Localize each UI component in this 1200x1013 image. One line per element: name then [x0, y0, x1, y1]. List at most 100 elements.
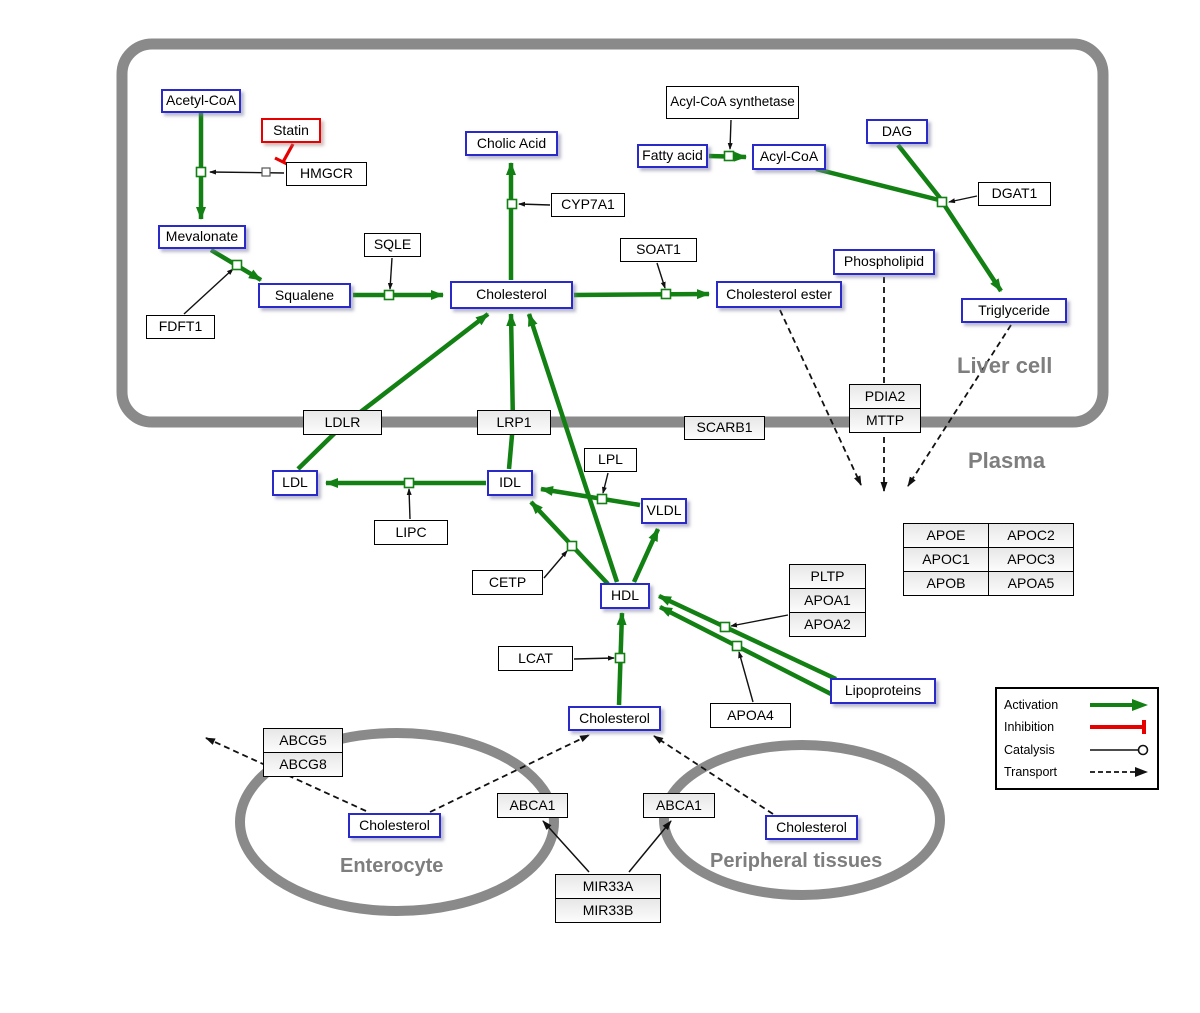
- node-pdia2[interactable]: PDIA2: [849, 384, 921, 409]
- node-fdft1[interactable]: FDFT1: [146, 315, 215, 339]
- apo-table-cell-apoc3[interactable]: APOC3: [988, 547, 1074, 572]
- catalysis-edges: [183, 119, 978, 703]
- edge-lipc-catalysis: [406, 488, 412, 520]
- edge-dag-dgat1node: [896, 143, 942, 200]
- edge-sqle-catalysis: [387, 257, 393, 290]
- node-cyp7a1[interactable]: CYP7A1: [551, 193, 625, 217]
- edge-lcat-catalysis: [573, 655, 615, 661]
- node-sqle[interactable]: SQLE: [364, 233, 421, 257]
- edge-lipoproteins-hdl-upper: [658, 593, 837, 682]
- node-hdl[interactable]: HDL: [600, 583, 650, 609]
- apo-table-cell-apob[interactable]: APOB: [903, 571, 989, 596]
- edge-acylcoa-dgat1node: [815, 166, 940, 203]
- legend-label-transport: Transport: [1004, 764, 1058, 779]
- node-vldl[interactable]: VLDL: [641, 498, 687, 524]
- transport-edges: [205, 277, 1012, 815]
- catalysis-circle-icon: [1090, 744, 1149, 755]
- liver-cell-membrane: [116, 38, 1109, 428]
- apo-table-cell-apoe[interactable]: APOE: [903, 523, 989, 548]
- node-lrp1[interactable]: LRP1: [477, 410, 551, 435]
- node-triglyceride[interactable]: Triglyceride: [961, 298, 1067, 323]
- legend-label-activation: Activation: [1004, 698, 1059, 712]
- node-apoa1[interactable]: APOA1: [789, 588, 866, 613]
- node-cholesterol-liver[interactable]: Cholesterol: [450, 281, 573, 309]
- region-label-liver-cell: Liver cell: [957, 353, 1053, 378]
- edge-dgat1node-triglyceride: [943, 204, 1003, 293]
- edge-statin-inhibition: [281, 143, 295, 163]
- edge-cholesterolester-plasma: [779, 309, 862, 486]
- edge-hmgcr-catalysis: [209, 169, 285, 175]
- node-dag[interactable]: DAG: [866, 119, 928, 144]
- node-cetp[interactable]: CETP: [472, 570, 543, 595]
- edge-dgat1-catalysis: [948, 195, 978, 204]
- edge-cyp7a1-catalysis: [518, 201, 551, 207]
- node-scarb1[interactable]: SCARB1: [684, 416, 765, 440]
- edge-fdft1-catalysis: [183, 268, 234, 315]
- node-pltp[interactable]: PLTP: [789, 564, 866, 589]
- region-label-peripheral-tissues: Peripheral tissues: [710, 850, 883, 872]
- node-mttp[interactable]: MTTP: [849, 408, 921, 433]
- legend-label-inhibition: Inhibition: [1004, 720, 1055, 735]
- apo-table-cell-apoc1[interactable]: APOC1: [903, 547, 989, 572]
- compartment-outlines: [116, 38, 1109, 916]
- node-mevalonate[interactable]: Mevalonate: [158, 225, 246, 249]
- node-lpl[interactable]: LPL: [584, 448, 637, 472]
- node-cholesterol-enterocyte[interactable]: Cholesterol: [348, 813, 441, 838]
- edge-apoa4-catalysis: [738, 651, 754, 703]
- enterocyte-membrane: [235, 728, 559, 916]
- peripheral-tissues-membrane: [659, 740, 945, 900]
- node-phospholipid[interactable]: Phospholipid: [833, 249, 935, 275]
- apo-table-cell-apoc2[interactable]: APOC2: [988, 523, 1074, 548]
- node-acyl-coa[interactable]: Acyl-CoA: [752, 144, 826, 170]
- edge-peripheral-cholesterol-plasma: [653, 735, 774, 815]
- edge-mir33-abca1-right: [628, 820, 672, 873]
- node-apoa2[interactable]: APOA2: [789, 612, 866, 637]
- node-ldlr[interactable]: LDLR: [303, 410, 382, 435]
- node-acyl-coa-synthetase[interactable]: Acyl-CoA synthetase: [666, 86, 799, 119]
- regulation-edges: [542, 820, 672, 873]
- node-abcg8[interactable]: ABCG8: [263, 752, 343, 777]
- inhibition-tbar-icon: [1090, 720, 1146, 735]
- node-cholic-acid[interactable]: Cholic Acid: [465, 131, 558, 156]
- node-lipc[interactable]: LIPC: [374, 520, 448, 545]
- edge-acylcoasynthetase-catalysis: [727, 119, 733, 150]
- node-cholesterol-plasma[interactable]: Cholesterol: [568, 706, 661, 731]
- node-lcat[interactable]: LCAT: [498, 646, 573, 671]
- edge-triglyceride-plasma: [907, 324, 1012, 487]
- edge-apoa-stack-catalysis: [730, 614, 789, 628]
- node-squalene[interactable]: Squalene: [258, 283, 351, 308]
- node-abca1-left[interactable]: ABCA1: [497, 793, 568, 818]
- node-idl[interactable]: IDL: [487, 470, 533, 496]
- node-ldl[interactable]: LDL: [272, 470, 318, 496]
- edge-cetp-catalysis: [543, 550, 568, 579]
- node-cholesterol-ester[interactable]: Cholesterol ester: [716, 281, 842, 308]
- node-mir33b[interactable]: MIR33B: [555, 898, 661, 923]
- edge-hdl-cholesterol-liver: [526, 313, 620, 583]
- activation-arrow-icon: [1090, 699, 1148, 711]
- edge-cholesterol-cholesterolester: [573, 289, 710, 300]
- legend-label-catalysis: Catalysis: [1004, 742, 1055, 757]
- node-fatty-acid[interactable]: Fatty acid: [637, 144, 708, 168]
- edge-mir33-abca1-left: [542, 820, 590, 873]
- region-label-plasma: Plasma: [968, 448, 1046, 473]
- node-apoa4[interactable]: APOA4: [710, 703, 791, 728]
- edge-lipoproteins-hdl-lower: [658, 604, 833, 697]
- legend-row-inhibition: Inhibition: [1004, 716, 1150, 738]
- node-hmgcr[interactable]: HMGCR: [286, 162, 367, 186]
- node-dgat1[interactable]: DGAT1: [978, 182, 1051, 206]
- node-acetyl-coa[interactable]: Acetyl-CoA: [161, 89, 241, 113]
- edge-hdl-vldl: [631, 528, 661, 583]
- node-statin[interactable]: Statin: [261, 118, 321, 143]
- node-cholesterol-peripheral[interactable]: Cholesterol: [765, 815, 858, 840]
- apo-table-cell-apoa5[interactable]: APOA5: [988, 571, 1074, 596]
- legend-row-activation: Activation: [1004, 694, 1150, 716]
- edge-idl-lrp1-cholesterol: [506, 313, 517, 470]
- node-soat1[interactable]: SOAT1: [620, 238, 697, 262]
- node-abca1-right[interactable]: ABCA1: [643, 793, 715, 818]
- legend-row-transport: Transport: [1004, 761, 1150, 783]
- transport-dashed-arrow-icon: [1090, 766, 1148, 777]
- node-mir33a[interactable]: MIR33A: [555, 874, 661, 899]
- node-lipoproteins[interactable]: Lipoproteins: [830, 678, 936, 704]
- node-abcg5[interactable]: ABCG5: [263, 728, 343, 753]
